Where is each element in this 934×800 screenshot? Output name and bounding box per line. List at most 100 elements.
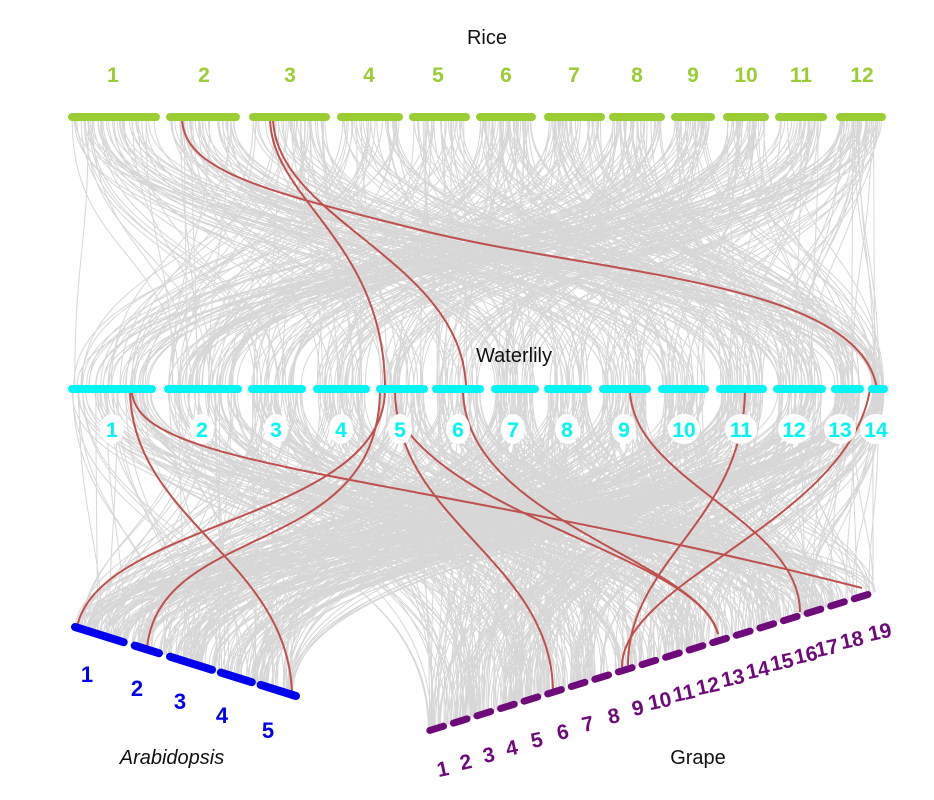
arabidopsis-chromosome-label: 5 — [262, 718, 274, 743]
grape-chromosome-label: 15 — [768, 649, 796, 676]
rice-chromosome-label: 11 — [790, 64, 813, 87]
highlight-link — [76, 388, 386, 628]
background-links — [71, 120, 885, 731]
highlight-link — [629, 388, 801, 613]
grape-chromosome-label: 12 — [694, 673, 722, 700]
waterlily-label-backdrop — [329, 414, 353, 444]
highlight-link — [181, 116, 878, 390]
waterlily-label-backdrop — [190, 414, 214, 444]
waterlily-chromosome-label: 5 — [394, 419, 406, 442]
grape-chromosome-label: 19 — [866, 619, 894, 646]
grape-chromosome-bar — [520, 693, 542, 705]
rice-chromosome-label: 4 — [363, 64, 375, 87]
rice-chromosome-label: 8 — [631, 64, 643, 87]
arabidopsis-chromosome-label: 2 — [131, 676, 143, 701]
grape-chromosome-label: 7 — [580, 712, 596, 737]
waterlily-genome-label: Waterlily — [476, 345, 552, 367]
arabidopsis-chromosome-bar — [216, 668, 256, 687]
grape-chromosome-bar — [591, 671, 613, 683]
grape-chromosome-label: 10 — [646, 688, 674, 715]
waterlily-label-backdrop — [555, 414, 579, 444]
grape-chromosome-bar — [850, 591, 872, 603]
grape-chromosome-label: 14 — [744, 657, 772, 684]
waterlily-label-backdrop — [264, 414, 288, 444]
arabidopsis-chromosome-bar — [71, 623, 128, 647]
grape-chromosome-label: 3 — [481, 743, 497, 768]
grape-chromosome-bar — [638, 656, 660, 669]
grape-chromosome-label: 16 — [792, 642, 820, 669]
arabidopsis-genome-label: Arabidopsis — [119, 747, 225, 769]
arabidopsis-chromosome-bar — [130, 641, 163, 658]
grape-chromosome-label: 4 — [504, 736, 521, 761]
grape-chromosome-bar — [544, 686, 565, 698]
arabidopsis-chromosome-bar — [256, 680, 300, 700]
grape-chromosome-label: 1 — [435, 757, 452, 782]
rice-chromosome-label: 2 — [198, 64, 210, 87]
waterlily-chromosome-label: 11 — [730, 419, 753, 442]
arabidopsis-chromosome-label: 4 — [216, 703, 229, 728]
grape-chromosome-bar — [827, 598, 848, 610]
grape-chromosome-label: 9 — [630, 696, 646, 721]
highlight-link — [130, 388, 863, 589]
waterlily-label-backdrop — [725, 414, 757, 444]
highlight-link — [462, 388, 719, 635]
grape-chromosome-bar — [567, 678, 589, 691]
rice-chromosome-label: 5 — [432, 64, 444, 87]
background-link-bundle — [71, 120, 885, 731]
waterlily-chromosome-label: 14 — [864, 419, 888, 442]
grape-chromosome-label: 18 — [838, 627, 866, 654]
highlight-link — [272, 116, 467, 390]
waterlily-label-backdrop — [446, 414, 470, 444]
waterlily-label-backdrop — [388, 414, 412, 444]
grape-chromosome-bar — [685, 642, 707, 654]
waterlily-chromosome-label: 6 — [452, 419, 464, 442]
waterlily-label-backdrop — [100, 414, 124, 444]
grape-chromosome-bar — [756, 620, 778, 632]
grape-chromosome-label: 17 — [813, 635, 841, 662]
rice-chromosome-label: 12 — [850, 64, 873, 87]
rice-chromosome-label: 9 — [687, 64, 699, 87]
grape-chromosome-bar — [449, 715, 471, 727]
highlight-link — [146, 388, 381, 649]
grape-chromosome-bar — [473, 708, 495, 720]
highlight-link — [269, 116, 386, 390]
grape-chromosome-label: 8 — [606, 704, 623, 729]
grape-chromosome-label: 11 — [671, 680, 698, 707]
grape-genome-label: Grape — [670, 747, 726, 769]
waterlily-chromosome-label: 12 — [782, 419, 805, 442]
waterlily-chromosome-label: 4 — [335, 419, 347, 442]
waterlily-label-backdrop — [668, 414, 700, 444]
rice-chromosome-label: 3 — [284, 64, 296, 87]
waterlily-chromosome-label: 10 — [672, 419, 695, 442]
rice-genome-label: Rice — [467, 27, 507, 49]
waterlily-label-backdrop — [860, 414, 892, 444]
grape-chromosome-label: 2 — [458, 750, 474, 775]
arabidopsis-track: 1 2 3 4 5 — [71, 623, 300, 743]
grape-chromosome-bar — [803, 605, 825, 617]
grape-chromosome-bar — [662, 649, 683, 661]
waterlily-chromosome-label: 7 — [507, 419, 519, 442]
waterlily-label-backdrop — [778, 414, 810, 444]
grape-chromosome-bar — [732, 627, 754, 639]
grape-chromosome-bar — [497, 700, 518, 712]
waterlily-label-backdrop — [612, 414, 636, 444]
waterlily-chromosome-label: 9 — [618, 419, 630, 442]
arabidopsis-chromosome-bar — [166, 652, 217, 674]
grape-chromosome-label: 6 — [555, 720, 571, 745]
waterlily-label-backdrop — [501, 414, 525, 444]
grape-chromosome-label: 5 — [529, 728, 546, 753]
grape-chromosome-label: 13 — [719, 665, 747, 692]
waterlily-chromosome-label: 3 — [270, 419, 282, 442]
arabidopsis-chromosome-label: 3 — [174, 689, 186, 714]
waterlily-chromosome-label: 8 — [561, 419, 573, 442]
waterlily-chromosome-label: 1 — [106, 419, 118, 442]
grape-chromosome-bar — [614, 664, 636, 676]
rice-chromosome-label: 7 — [568, 64, 580, 87]
arabidopsis-chromosome-label: 1 — [81, 662, 93, 687]
grape-chromosome-bar — [426, 722, 448, 734]
grape-chromosome-bar — [709, 634, 730, 647]
